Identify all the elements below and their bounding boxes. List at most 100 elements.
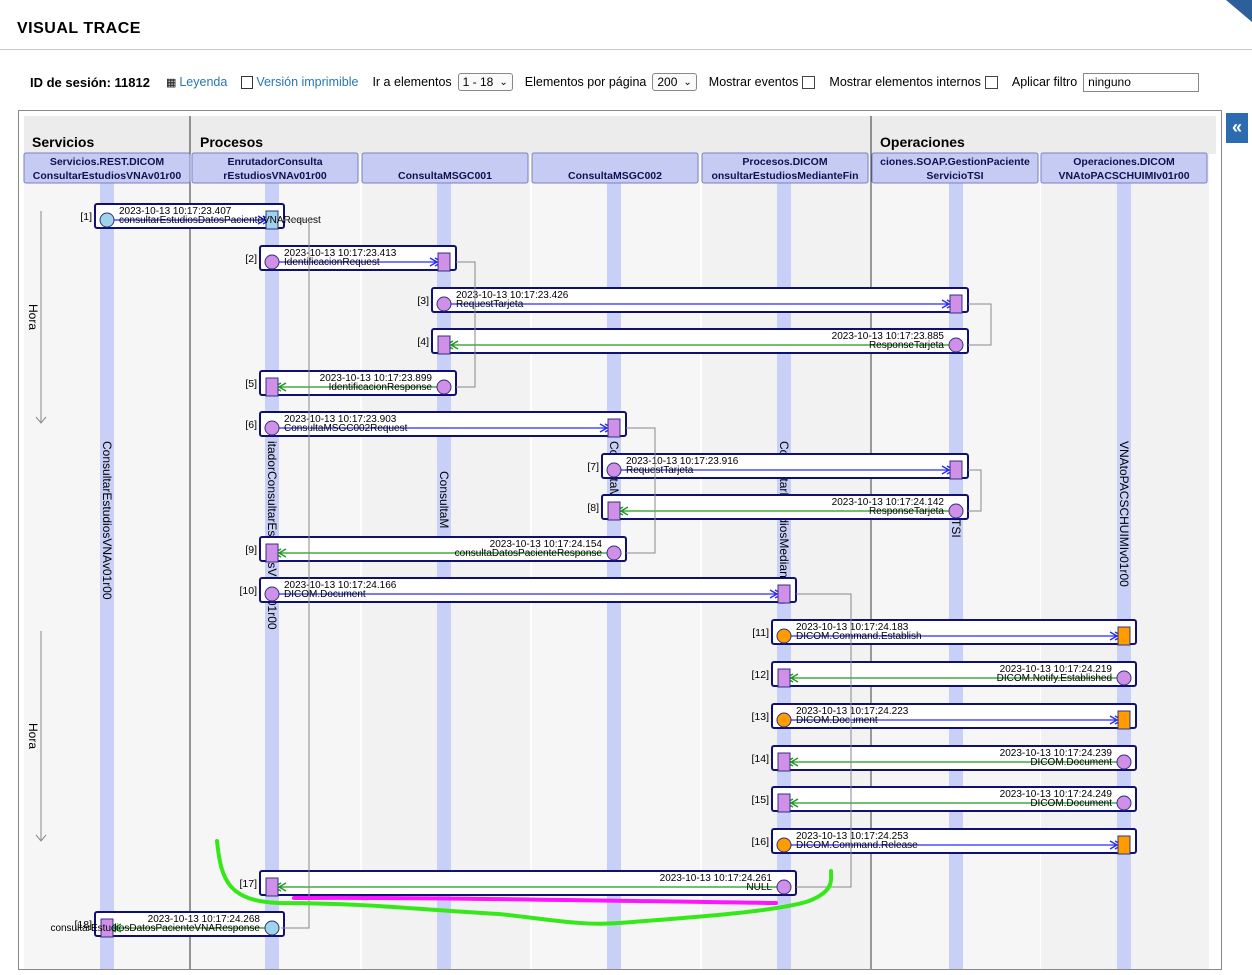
target-node: [1117, 626, 1131, 646]
source-node: [1116, 670, 1132, 686]
message-number: [17]: [239, 878, 257, 890]
legend-icon: ▦: [165, 76, 177, 89]
message-name: ResponseTarjeta: [869, 506, 944, 517]
message-name: RequestTarjeta: [626, 465, 694, 476]
lifeline-3: [607, 177, 621, 969]
target-node: [265, 877, 279, 897]
page-title: VISUAL TRACE: [17, 20, 141, 37]
source-node: [1116, 795, 1132, 811]
message-box: [94, 203, 285, 229]
message-box: [771, 619, 1137, 645]
message-box: [771, 828, 1137, 854]
message-timestamp: 2023-10-13 10:17:23.899: [320, 373, 433, 384]
target-node: [1117, 835, 1131, 855]
collapse-panel-button[interactable]: «: [1226, 113, 1248, 143]
message-name: RequestTarjeta: [456, 299, 524, 310]
target-node: [265, 377, 279, 397]
message-name: ConsultaMSGC002Request: [284, 423, 408, 434]
target-node: [265, 210, 279, 230]
message-timestamp: 2023-10-13 10:17:24.219: [1000, 664, 1113, 675]
call-return-connector: [968, 469, 982, 512]
message-name: DICOM.Document: [1030, 798, 1112, 809]
time-axis-label: Hora: [26, 304, 40, 330]
message-timestamp: 2023-10-13 10:17:24.261: [660, 873, 773, 884]
column-header: [871, 152, 1039, 184]
goto-elements-select[interactable]: 1 - 18⌄: [457, 73, 513, 91]
goto-elements-label: Ir a elementos: [372, 75, 452, 89]
message-number: [15]: [751, 794, 769, 806]
per-page-select[interactable]: 200⌄: [652, 73, 697, 91]
message-box: [94, 911, 285, 937]
filter-select[interactable]: ninguno: [1083, 72, 1200, 92]
source-node: [948, 503, 964, 519]
column-header: [23, 152, 191, 184]
message-box: [771, 661, 1137, 687]
message-number: [13]: [751, 711, 769, 723]
source-node: [606, 462, 622, 478]
message-number: [10]: [239, 585, 257, 597]
message-name: DICOM.Document: [796, 715, 878, 726]
green-annotation-stroke: [215, 839, 834, 926]
target-node: [1117, 710, 1131, 730]
group-label-services: Servicios: [32, 134, 94, 150]
source-node: [99, 212, 115, 228]
show-internal-checkbox[interactable]: [984, 75, 998, 89]
title-divider: [0, 49, 1252, 50]
message-number: [6]: [245, 419, 257, 431]
filter-label: Aplicar filtro: [1011, 75, 1078, 89]
target-node: [777, 584, 791, 604]
target-node: [437, 335, 451, 355]
time-axis-arrow: [35, 416, 47, 424]
column-header: [1040, 152, 1208, 184]
source-node: [776, 837, 792, 853]
column-header-line1: EnrutadorConsulta: [227, 156, 322, 168]
legend-link[interactable]: Leyenda: [179, 75, 228, 89]
message-box: [771, 703, 1137, 729]
message-row: [771, 619, 1137, 646]
column-header: [701, 152, 869, 184]
show-events-label: Mostrar eventos: [708, 75, 799, 89]
group-label-operations: Operaciones: [880, 134, 965, 150]
message-box: [771, 786, 1137, 812]
source-node: [264, 420, 280, 436]
source-node: [776, 879, 792, 895]
message-timestamp: 2023-10-13 10:17:24.249: [1000, 789, 1113, 800]
message-row: [601, 453, 969, 480]
message-row: [771, 703, 1137, 730]
message-timestamp: 2023-10-13 10:17:23.885: [832, 331, 945, 342]
call-return-connector: [456, 261, 476, 388]
source-node: [436, 379, 452, 395]
message-row: [771, 828, 1137, 855]
message-timestamp: 2023-10-13 10:17:24.154: [490, 539, 603, 550]
message-number: [5]: [245, 378, 257, 390]
show-events-checkbox[interactable]: [802, 75, 816, 89]
message-number: [14]: [751, 753, 769, 765]
message-number: [18]: [74, 919, 92, 931]
message-box: [601, 494, 969, 520]
message-name: DICOM.Document: [284, 589, 366, 600]
message-number: [3]: [417, 295, 429, 307]
message-number: [4]: [417, 336, 429, 348]
magenta-annotation-stroke: [292, 895, 778, 905]
chevron-down-icon: ⌄: [499, 76, 508, 88]
printable-version-link[interactable]: Versión imprimible: [256, 75, 359, 89]
target-node: [949, 294, 963, 314]
message-name: consultarEstudiosDatosPacienteVNARespons…: [50, 923, 260, 934]
message-box: [431, 328, 969, 354]
target-node: [265, 543, 279, 563]
target-node: [607, 418, 621, 438]
lane-label: ConsultaM: [437, 471, 451, 528]
message-number: [8]: [587, 502, 599, 514]
message-row: [431, 287, 969, 314]
message-timestamp: 2023-10-13 10:17:24.268: [148, 914, 261, 925]
source-node: [948, 337, 964, 353]
message-row: [259, 577, 797, 604]
call-return-connector: [796, 593, 852, 888]
message-row: [259, 870, 797, 897]
group-label-processes: Procesos: [200, 134, 263, 150]
message-row: [771, 786, 1137, 813]
source-node: [776, 712, 792, 728]
message-name: consultarEstudiosDatosPacienteVNARequest: [119, 215, 321, 226]
source-node: [264, 586, 280, 602]
